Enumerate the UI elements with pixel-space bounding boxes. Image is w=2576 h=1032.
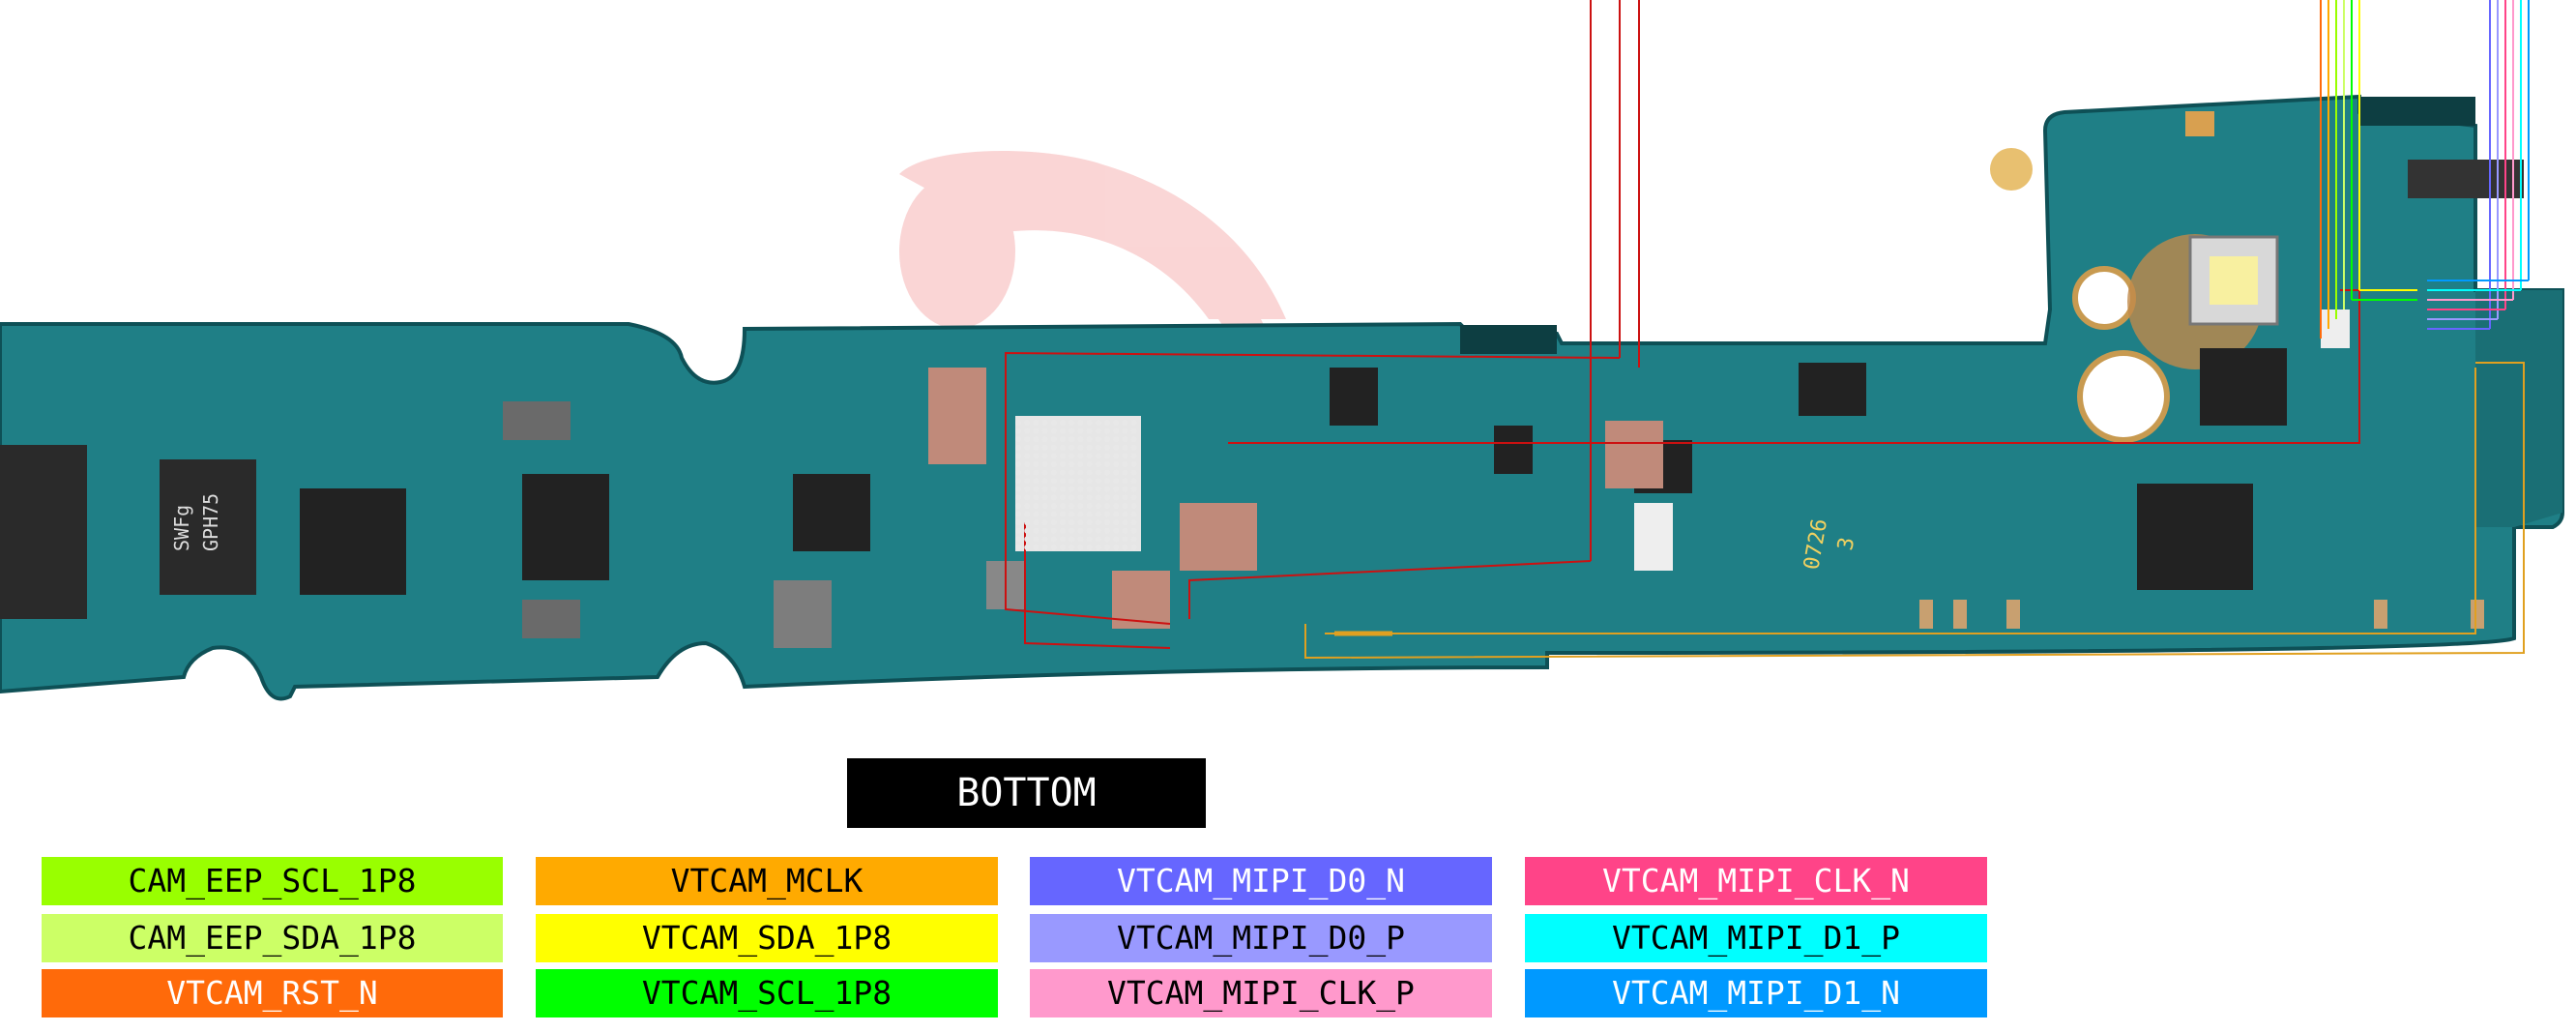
traces-red (1005, 0, 2360, 649)
signal-label-vtcam-mipi-d1-n: VTCAM_MIPI_D1_N (1525, 969, 1987, 1017)
traces-orange (1304, 362, 2525, 660)
signal-label-cam-eep-sda-1p8: CAM_EEP_SDA_1P8 (42, 914, 503, 962)
board-side-label: BOTTOM (847, 758, 1206, 828)
signal-label-vtcam-mipi-d1-p: VTCAM_MIPI_D1_P (1525, 914, 1987, 962)
bga-chip-grid (1015, 420, 1137, 550)
pcb-components (0, 310, 2484, 648)
signal-label-vtcam-mipi-d0-p: VTCAM_MIPI_D0_P (1030, 914, 1492, 962)
traces-right (2320, 0, 2530, 339)
signal-label-vtcam-mipi-clk-n: VTCAM_MIPI_CLK_N (1525, 857, 1987, 905)
signal-label-vtcam-scl-1p8: VTCAM_SCL_1P8 (536, 969, 998, 1017)
signal-label-cam-eep-scl-1p8: CAM_EEP_SCL_1P8 (42, 857, 503, 905)
signal-label-vtcam-mipi-d0-n: VTCAM_MIPI_D0_N (1030, 857, 1492, 905)
signal-label-vtcam-mipi-clk-p: VTCAM_MIPI_CLK_P (1030, 969, 1492, 1017)
signal-label-vtcam-sda-1p8: VTCAM_SDA_1P8 (536, 914, 998, 962)
signal-label-vtcam-mclk: VTCAM_MCLK (536, 857, 998, 905)
silk-marking-2: 3 (1833, 536, 1859, 552)
signal-label-vtcam-rst-n: VTCAM_RST_N (42, 969, 503, 1017)
pcb-outline (0, 94, 2564, 701)
chip-marking-2: GPH75 (199, 493, 222, 551)
watermark-logo (899, 151, 1286, 334)
chip-marking-1: SWFg (170, 505, 193, 551)
